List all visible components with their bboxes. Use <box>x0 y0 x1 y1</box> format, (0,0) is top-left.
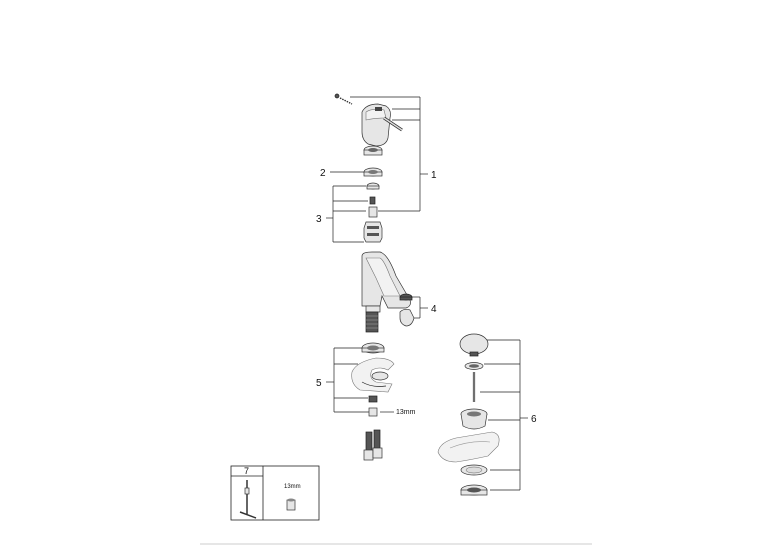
grub-screw <box>334 93 353 105</box>
callout-4: 4 <box>431 304 437 315</box>
retaining-ring <box>363 167 383 177</box>
callout-5-leader <box>326 347 370 413</box>
drain-gasket <box>460 464 488 476</box>
drain-washer <box>464 362 484 370</box>
nut-size-label: 13mm <box>396 409 416 416</box>
small-spring <box>369 196 376 205</box>
supply-hoses <box>363 429 383 461</box>
callout-6-leader <box>480 339 528 491</box>
drain-body-nut <box>460 484 488 496</box>
callout-1-leader <box>350 96 428 212</box>
lever-handle <box>361 103 403 147</box>
mounting-nut <box>368 395 378 417</box>
drain-flange <box>460 408 488 430</box>
callout-3-leader <box>326 185 368 243</box>
callout-1: 1 <box>431 170 437 181</box>
small-nut <box>366 182 380 190</box>
socket-nut <box>286 498 296 511</box>
faucet-body <box>361 251 411 313</box>
fixing-plate <box>351 357 395 393</box>
callout-3: 3 <box>316 214 322 225</box>
callout-5: 5 <box>316 378 322 389</box>
seal-ring <box>361 342 385 354</box>
callout-7: 7 <box>244 466 249 476</box>
callout-2: 2 <box>320 168 326 179</box>
cartridge <box>363 206 383 243</box>
tool-inset-box <box>230 465 320 521</box>
cap-ring <box>363 145 383 156</box>
callout-6: 6 <box>531 414 537 425</box>
aerator <box>399 293 415 327</box>
inset-size-label: 13mm <box>284 484 301 490</box>
drain-plug-cap <box>459 333 489 357</box>
basin-outline <box>437 431 500 463</box>
hex-key-tool <box>239 480 257 519</box>
threaded-stud <box>365 311 379 333</box>
